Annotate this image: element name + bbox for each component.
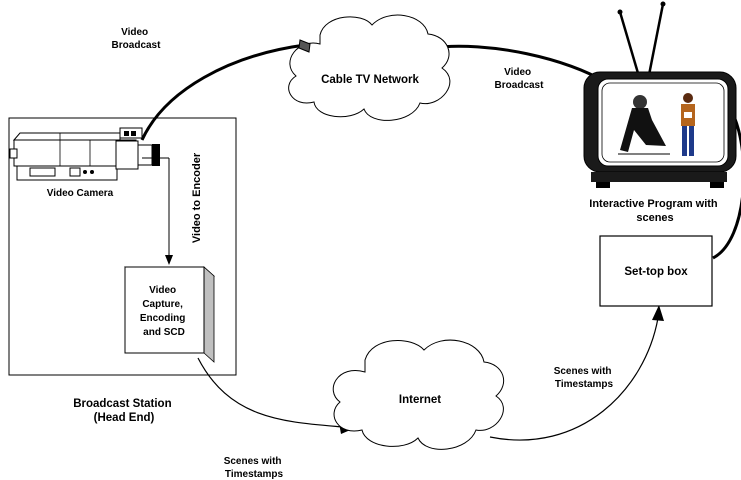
cable-tv-network-label: Cable TV Network	[321, 74, 419, 86]
television-icon	[583, 1, 737, 188]
cable-connector	[298, 39, 311, 53]
broadcast-station-frame	[8, 117, 237, 376]
scene-figure-right	[681, 93, 695, 156]
video-camera-icon	[9, 127, 160, 181]
scenes-timestamps-label-bottom: Scenes with Timestamps	[224, 456, 285, 480]
encoder-box	[123, 266, 216, 363]
broadcast-station-label: Broadcast Station (Head End)	[73, 398, 175, 424]
scenes-timestamps-label-right: Scenes with Timestamps	[554, 366, 615, 390]
broadcast-curve-cloud-to-tv	[429, 44, 606, 84]
set-top-box-label: Set-top box	[624, 266, 688, 278]
interactive-program-label: Interactive Program with scenes	[589, 198, 720, 224]
broadcast-curve-camera-to-cloud	[140, 43, 306, 141]
curve-encoder-to-internet	[197, 357, 344, 428]
curve-tv-to-settop	[712, 109, 741, 260]
arrowhead-settop	[652, 305, 664, 321]
set-top-box	[599, 235, 713, 307]
video-broadcast-label-right: Video Broadcast	[495, 67, 545, 91]
video-broadcast-label-top: Video Broadcast	[112, 27, 162, 51]
encoder-box-label: Video Capture, Encoding and SCD	[140, 285, 188, 338]
scene-figure-left	[618, 95, 670, 155]
internet-cloud	[332, 339, 505, 450]
cable-tv-network-cloud	[288, 14, 451, 121]
video-camera-label: Video Camera	[47, 188, 114, 199]
curve-internet-to-settop	[489, 317, 659, 441]
internet-label: Internet	[399, 394, 441, 406]
video-to-encoder-label: Video to Encoder	[191, 152, 203, 243]
